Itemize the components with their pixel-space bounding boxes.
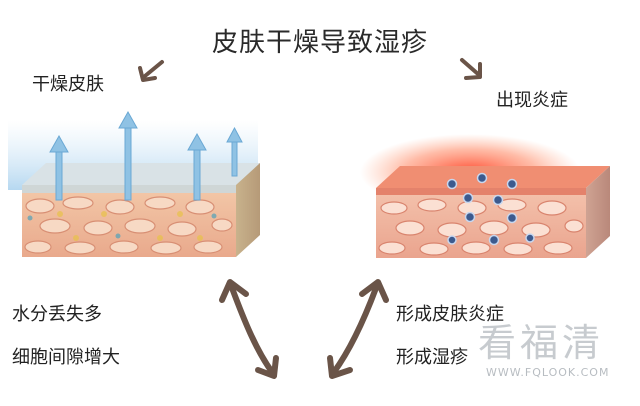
watermark-logo: 看福清 bbox=[478, 312, 604, 367]
dry-skin-block bbox=[8, 112, 260, 257]
left-effect-cell-gap: 细胞间隙增大 bbox=[12, 343, 120, 369]
diagram-title: 皮肤干燥导致湿疹 bbox=[0, 22, 640, 59]
inflammation-label: 出现炎症 bbox=[496, 86, 568, 112]
arrow-to-dry-skin bbox=[140, 62, 162, 80]
inflamed-skin-block bbox=[360, 134, 610, 258]
left-effect-water-loss: 水分丢失多 bbox=[12, 300, 102, 326]
arrow-to-inflammation bbox=[462, 60, 480, 78]
watermark-url: WWW.FQLOOK.COM bbox=[486, 366, 609, 379]
left-curved-arrow bbox=[222, 282, 276, 376]
dry-skin-label: 干燥皮肤 bbox=[32, 70, 104, 96]
right-effect-eczema: 形成湿疹 bbox=[396, 343, 468, 369]
right-curved-arrow bbox=[330, 282, 386, 376]
